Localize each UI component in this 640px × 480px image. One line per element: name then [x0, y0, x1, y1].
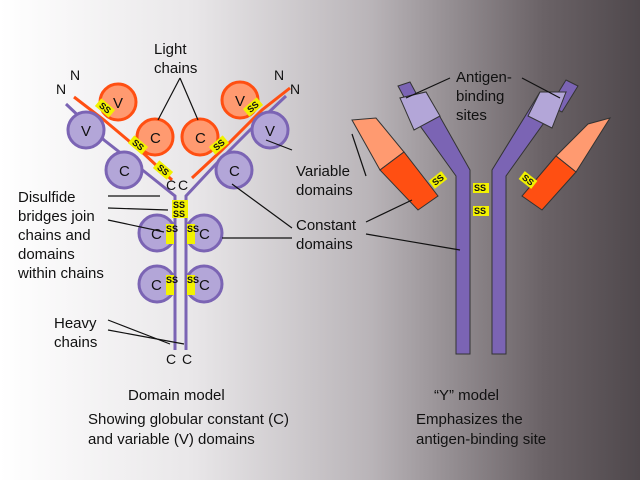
- terminal-c: C: [166, 177, 176, 193]
- ss-label: SS: [173, 209, 185, 219]
- ss-marker: [518, 171, 538, 189]
- chain-terminals: N N N N C C C C: [56, 67, 300, 367]
- ss-label: SS: [474, 183, 486, 193]
- domain-letter-v: V: [81, 123, 91, 140]
- leader-heavy-chains-2: [107, 329, 185, 345]
- leader-antigen-left: [405, 77, 451, 99]
- ss-label: SS: [166, 275, 178, 285]
- y-light-constant-left: [379, 151, 439, 211]
- ss-label: SS: [166, 224, 178, 234]
- domain-model-subtitle: Showing globular constant (C) and variab…: [88, 411, 289, 448]
- domain-letter-c: C: [199, 226, 210, 243]
- c-domain-light-right: [180, 117, 220, 157]
- constant-domains-label: Constant domains: [296, 217, 357, 253]
- ss-marker: [127, 135, 149, 155]
- leader-constant-4: [365, 233, 461, 251]
- antigen-binding-sites-label: Antigen- binding sites: [456, 69, 512, 124]
- ss-marker: [242, 97, 264, 117]
- c-domain-heavy-upper-left: [104, 150, 144, 190]
- leader-lines: [107, 77, 561, 345]
- y-heavy-chain-right: [491, 91, 567, 355]
- ss-marker: [166, 224, 174, 244]
- y-heavy-chain-left: [399, 91, 471, 355]
- c-domain-heavy-upper-right: [214, 150, 254, 190]
- y-light-constant-right: [521, 155, 577, 211]
- domain-letter-v: V: [265, 123, 275, 140]
- disulfide-bridges-label: Disulfide bridges join chains and domain…: [18, 189, 104, 282]
- domain-letter-c: C: [151, 277, 162, 294]
- ss-marker: [94, 98, 116, 118]
- domain-letters: V V V V C C C C C C C C: [81, 93, 275, 294]
- domain-model-title: Domain model: [128, 387, 225, 404]
- ss-marker: [428, 171, 448, 189]
- ss-marker: [187, 224, 195, 244]
- ss-marker: [473, 183, 489, 193]
- ss-marker: [166, 275, 174, 295]
- leader-light-chains-right: [179, 77, 199, 121]
- terminal-n: N: [56, 81, 66, 97]
- ss-marker: [473, 206, 489, 216]
- disulfide-bridges-domain-model: SS SS SS SS SS SS SS SS SS SS SS: [94, 97, 264, 295]
- terminal-n: N: [274, 67, 284, 83]
- y-heavy-variable-left: [399, 91, 441, 131]
- heavy-chains-label: Heavy chains: [54, 315, 98, 351]
- terminal-c: C: [178, 177, 188, 193]
- ss-marker: [208, 135, 230, 155]
- ss-label: SS: [173, 200, 185, 210]
- leader-variable-right: [351, 133, 367, 177]
- domain-letter-c: C: [151, 226, 162, 243]
- v-domain-heavy-left: [66, 110, 106, 150]
- domain-letter-c: C: [229, 163, 240, 180]
- domain-letter-c: C: [195, 130, 206, 147]
- leader-light-chains-left: [157, 77, 181, 121]
- ss-label: SS: [474, 206, 486, 216]
- y-model-title: “Y” model: [434, 387, 500, 404]
- domain-letter-c: C: [119, 163, 130, 180]
- v-domain-heavy-right: [250, 110, 290, 150]
- leader-constant-1: [231, 183, 293, 229]
- leader-antigen-right: [521, 77, 561, 99]
- heavy-variable-domains: [66, 110, 290, 150]
- leader-constant-3: [365, 199, 413, 223]
- ss-marker: [172, 209, 188, 218]
- terminal-n: N: [290, 81, 300, 97]
- ss-label: SS: [187, 275, 199, 285]
- domain-letter-c: C: [150, 130, 161, 147]
- domain-letter-c: C: [199, 277, 210, 294]
- y-model: SS SS SS SS: [351, 79, 612, 355]
- y-model-subtitle: Emphasizes the antigen-binding site: [416, 411, 547, 448]
- terminal-c: C: [166, 351, 176, 367]
- ss-marker: [187, 275, 195, 295]
- ss-marker: [172, 200, 188, 209]
- leader-variable-left: [265, 139, 293, 151]
- variable-domains-label: Variable domains: [296, 163, 353, 199]
- domain-letter-v: V: [113, 95, 123, 112]
- right-light-chain-line: [190, 86, 291, 180]
- leader-disulfide-2: [107, 207, 169, 211]
- leader-disulfide-3: [107, 219, 165, 233]
- terminal-n: N: [70, 67, 80, 83]
- ss-label: SS: [187, 224, 199, 234]
- terminal-c: C: [182, 351, 192, 367]
- light-chains-label: Light chains: [154, 41, 198, 77]
- ss-marker: [152, 160, 174, 180]
- domain-letter-v: V: [235, 93, 245, 110]
